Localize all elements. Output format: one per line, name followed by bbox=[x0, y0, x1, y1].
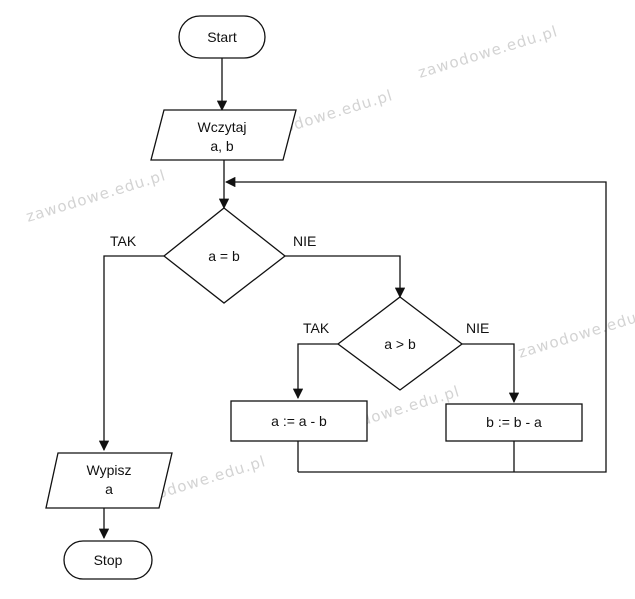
stop-terminator: Stop bbox=[63, 540, 153, 580]
edge-label-equal-yes: TAK bbox=[110, 233, 137, 249]
watermark: zawodowe.edu.pl bbox=[416, 22, 560, 82]
decision-equal-label: a = b bbox=[208, 248, 240, 264]
stop-label: Stop bbox=[94, 552, 123, 568]
output-label-line1: Wypisz bbox=[87, 462, 132, 478]
decision-equal: a = b bbox=[162, 207, 287, 304]
edge-label-equal-no: NIE bbox=[293, 233, 316, 249]
connectors bbox=[98, 58, 607, 540]
output-label-line2: a bbox=[105, 481, 113, 497]
connector-greater-no bbox=[462, 343, 520, 404]
input-label-line2: a, b bbox=[210, 138, 234, 154]
process-a-label: a := a - b bbox=[271, 413, 327, 429]
input-parallelogram: Wczytaj a, b bbox=[150, 109, 297, 161]
watermark: zawodowe.edu.pl bbox=[24, 166, 168, 226]
connector-equal-yes bbox=[98, 255, 164, 452]
edge-label-greater-yes: TAK bbox=[303, 320, 330, 336]
process-a: a := a - b bbox=[230, 400, 368, 442]
decision-greater: a > b bbox=[336, 296, 464, 391]
connector-greater-yes bbox=[292, 343, 338, 400]
watermark: zawodowe.edu.pl bbox=[516, 302, 635, 362]
input-label-line1: Wczytaj bbox=[198, 119, 247, 135]
start-label: Start bbox=[207, 29, 237, 45]
process-b: b := b - a bbox=[445, 403, 583, 442]
decision-greater-label: a > b bbox=[384, 336, 416, 352]
start-terminator: Start bbox=[178, 15, 266, 59]
connector-equal-no bbox=[285, 255, 406, 299]
process-b-label: b := b - a bbox=[486, 414, 542, 430]
output-parallelogram: Wypisz a bbox=[45, 452, 173, 509]
edge-label-greater-no: NIE bbox=[466, 320, 489, 336]
connector-loop-back bbox=[224, 176, 607, 473]
